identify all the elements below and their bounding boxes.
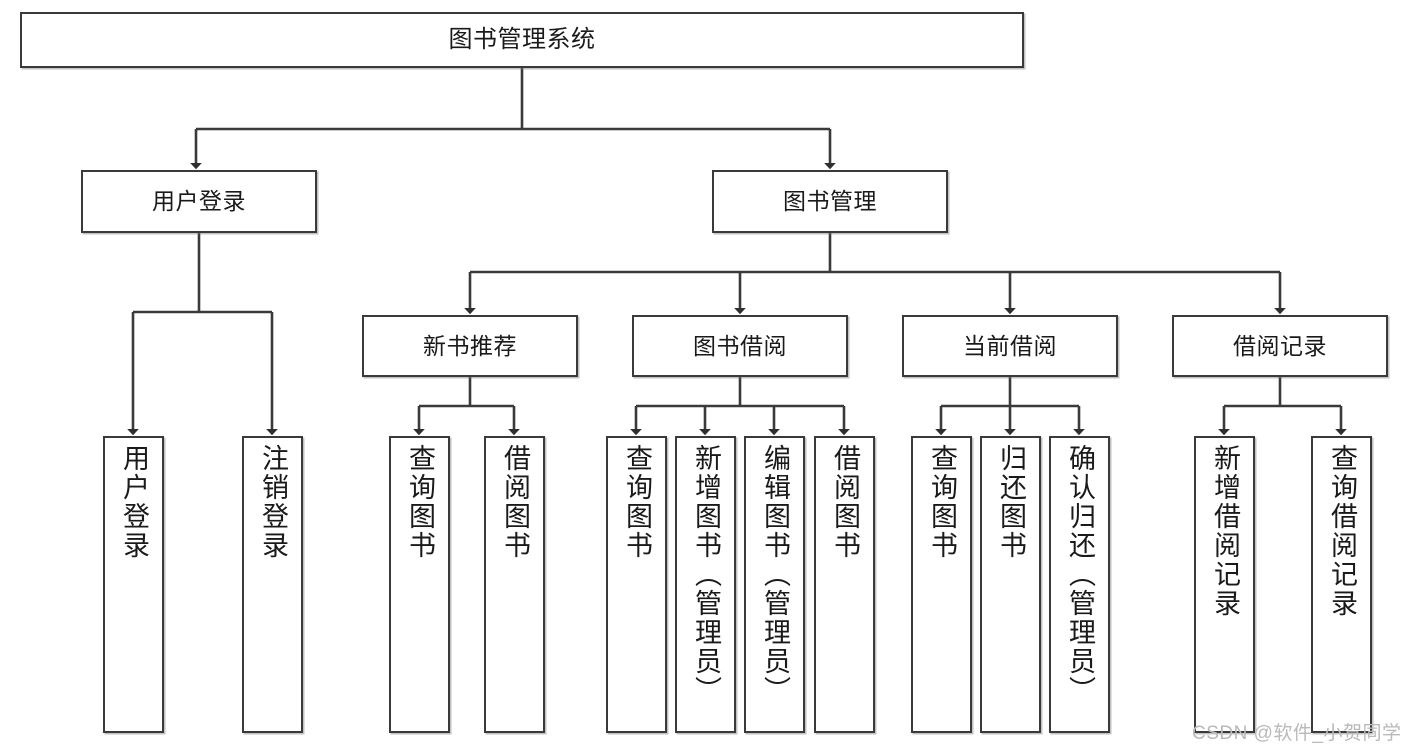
- leaf-new-book-query-books[interactable]: 查询图书: [389, 436, 450, 733]
- node-label: 借阅记录: [1233, 332, 1327, 359]
- leaf-book-borrow-query-books[interactable]: 查询图书: [606, 436, 667, 733]
- node-label: 借阅图书: [500, 444, 530, 560]
- node-label: 图书管理: [783, 188, 877, 215]
- node-label: 用户登录: [119, 444, 149, 560]
- leaf-current-borrow-return-books[interactable]: 归还图书: [980, 436, 1041, 733]
- node-label: 查询图书: [927, 444, 957, 560]
- node-user-login[interactable]: 用户登录: [81, 170, 317, 233]
- node-book-borrow[interactable]: 图书借阅: [632, 315, 848, 377]
- node-label: 当前借阅: [963, 332, 1057, 359]
- node-label: 查询图书: [405, 444, 435, 560]
- leaf-user-login-login[interactable]: 用户登录: [103, 436, 164, 733]
- leaf-current-borrow-confirm-return-admin[interactable]: 确认归还（管理员）: [1049, 436, 1110, 733]
- leaf-new-book-borrow-books[interactable]: 借阅图书: [484, 436, 545, 733]
- leaf-book-borrow-add-book-admin[interactable]: 新增图书（管理员）: [675, 436, 736, 733]
- node-label: 新增借阅记录: [1210, 444, 1240, 618]
- leaf-borrow-record-add-record[interactable]: 新增借阅记录: [1194, 436, 1255, 733]
- leaf-book-borrow-borrow-books[interactable]: 借阅图书: [814, 436, 875, 733]
- node-label: 编辑图书（管理员）: [760, 444, 790, 705]
- leaf-current-borrow-query-books[interactable]: 查询图书: [911, 436, 972, 733]
- leaf-borrow-record-query-record[interactable]: 查询借阅记录: [1311, 436, 1372, 733]
- node-root-book-management-system[interactable]: 图书管理系统: [20, 12, 1024, 68]
- node-label: 确认归还（管理员）: [1065, 444, 1095, 705]
- node-new-book-recommend[interactable]: 新书推荐: [362, 315, 578, 377]
- leaf-user-login-logout[interactable]: 注销登录: [242, 436, 303, 733]
- node-label: 新增图书（管理员）: [691, 444, 721, 705]
- node-label: 查询图书: [622, 444, 652, 560]
- leaf-book-borrow-edit-book-admin[interactable]: 编辑图书（管理员）: [744, 436, 805, 733]
- node-label: 图书借阅: [693, 332, 787, 359]
- node-label: 注销登录: [258, 444, 288, 560]
- node-book-management[interactable]: 图书管理: [712, 170, 948, 233]
- csdn-watermark: CSDN @软件_小贺同学: [1192, 723, 1402, 744]
- node-label: 借阅图书: [830, 444, 860, 560]
- node-borrow-record[interactable]: 借阅记录: [1172, 315, 1388, 377]
- node-label: 查询借阅记录: [1327, 444, 1357, 618]
- node-label: 图书管理系统: [448, 26, 596, 54]
- node-label: 归还图书: [996, 444, 1026, 560]
- node-current-borrow[interactable]: 当前借阅: [902, 315, 1118, 377]
- node-label: 新书推荐: [423, 332, 517, 359]
- node-label: 用户登录: [152, 188, 246, 215]
